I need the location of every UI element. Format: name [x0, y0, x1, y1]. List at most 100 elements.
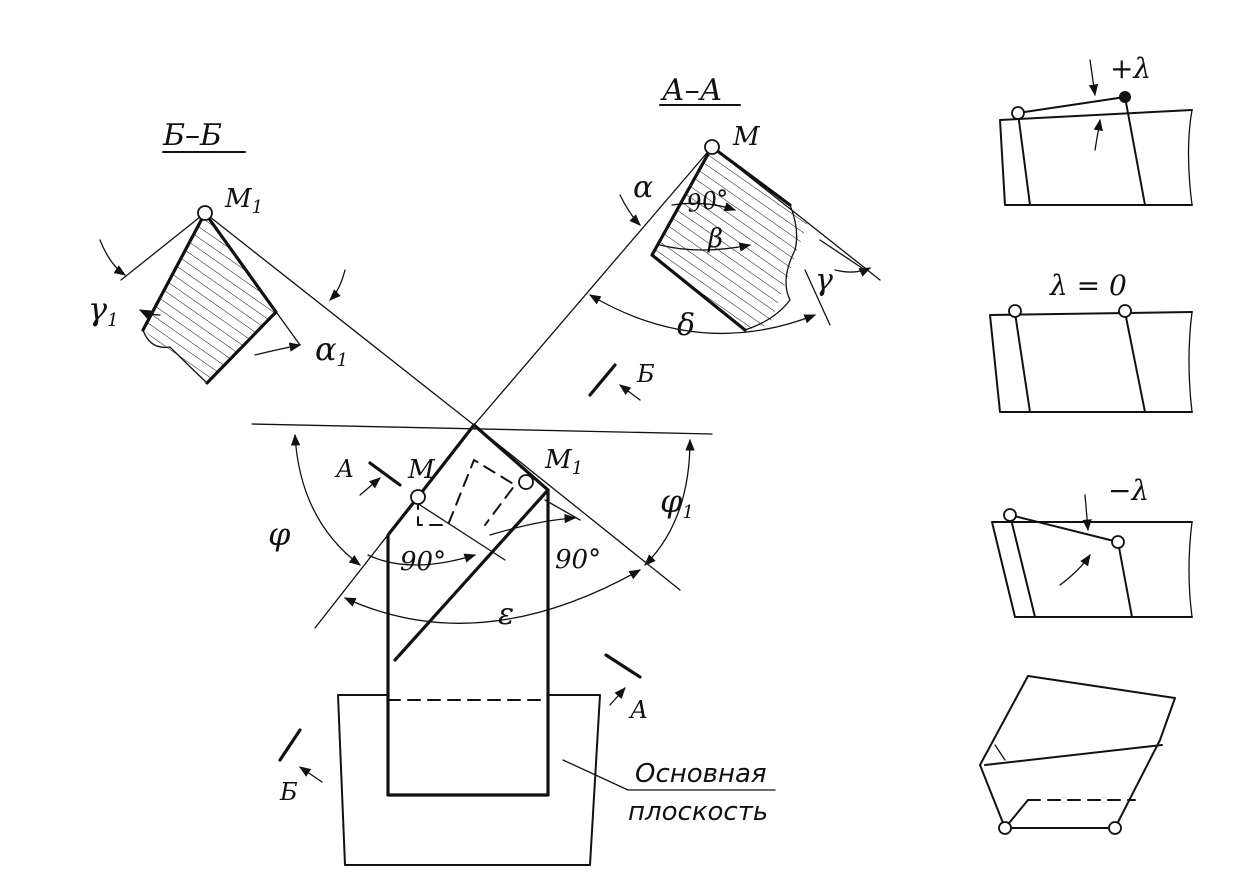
lambda-neg-edge-left — [1009, 514, 1036, 618]
section-bb: Б–Б M1 γ1 α1 — [88, 118, 475, 426]
point-m1-top — [197, 205, 213, 221]
point-m-top — [704, 139, 720, 155]
section-bb-label: Б–Б — [162, 118, 222, 153]
right-angle-label-aa: 90° — [685, 184, 731, 218]
section-aa-hatch — [652, 147, 808, 330]
lambda-neg-label: −λ — [1108, 474, 1149, 507]
lambda-pos-label: +λ — [1110, 52, 1151, 85]
m1-label: M1 — [224, 184, 263, 218]
lambda-pos-body — [999, 109, 1193, 206]
section-bb-flank-line — [204, 212, 301, 346]
perspective-cutting-edge — [984, 744, 1163, 766]
beta-label: β — [707, 224, 723, 254]
right-angle-label-m: 90° — [400, 547, 446, 577]
lambda-positive-view: +λ — [999, 52, 1193, 206]
base-reference-line — [251, 423, 713, 435]
section-aa-outline — [650, 145, 792, 332]
tool-hidden-edges — [417, 459, 516, 526]
alpha-label: α — [633, 170, 653, 205]
holder-block — [337, 694, 601, 866]
gamma-ext-line — [804, 269, 831, 326]
epsilon-arc — [343, 569, 642, 624]
alpha1-arrow — [329, 269, 346, 301]
m1-label-plan: M1 — [544, 445, 583, 479]
epsilon-label: ε — [498, 597, 514, 632]
lambda-zero-point-right — [1118, 304, 1132, 318]
right-angle-arc-m — [367, 553, 477, 566]
lambda-pos-arrow-bottom — [1093, 118, 1103, 151]
perspective-point-right — [1108, 821, 1122, 835]
base-plane-label-1: Основная — [635, 759, 767, 789]
point-m — [410, 489, 426, 505]
cut-b-lower-label: Б — [279, 778, 298, 806]
phi-label: φ — [268, 515, 291, 553]
lambda-zero-label: λ = 0 — [1049, 269, 1127, 302]
lambda-pos-edge-left — [1017, 112, 1031, 206]
lambda-zero-point-left — [1008, 304, 1022, 318]
section-bb-hatch — [143, 213, 276, 383]
gamma-dim-line — [819, 239, 866, 271]
lambda-neg-arrow-top — [1082, 494, 1092, 532]
lambda-neg-arrow-bottom — [1059, 554, 1091, 586]
lambda-pos-arrow-top — [1088, 59, 1099, 97]
section-bb-break-line — [142, 329, 208, 384]
cut-a-lower-label: А — [628, 696, 648, 724]
lambda-zero-body — [989, 311, 1193, 413]
perspective-edge-2 — [994, 744, 1006, 761]
lambda-neg-cutting-edge — [1009, 514, 1119, 543]
alpha1-arrow-2 — [254, 342, 302, 356]
cut-a-upper-arrow — [359, 477, 381, 496]
section-aa-flank-line — [711, 146, 881, 281]
section-bb-normal-line — [120, 212, 206, 281]
phi-arc — [290, 433, 361, 566]
base-plane-label-2: плоскость — [628, 797, 768, 827]
gamma1-arrow — [99, 239, 126, 276]
lambda-neg-break — [1188, 521, 1193, 618]
cut-a-lower-arrow — [609, 687, 626, 706]
point-m1 — [518, 474, 534, 490]
lambda-neg-body — [991, 521, 1193, 618]
lambda-zero-edge-left — [1014, 312, 1031, 413]
cut-a-upper-label: А — [334, 455, 354, 483]
tool-plan-view: M M1 90° 90° φ φ1 ε — [251, 423, 713, 866]
inner-90-ray — [419, 504, 506, 561]
lambda-neg-edge-right — [1117, 541, 1133, 618]
cut-b-upper-bar — [588, 363, 617, 397]
lambda-neg-point-left — [1003, 508, 1017, 522]
cut-b-upper-label: Б — [636, 360, 655, 388]
lambda-pos-break — [1187, 109, 1193, 206]
base-plane-leader — [562, 759, 629, 791]
section-aa-label: А–А — [660, 73, 722, 108]
lambda-negative-view: −λ — [991, 474, 1193, 618]
cut-marks: А А Б Б — [278, 360, 655, 806]
gamma-label: γ — [815, 263, 833, 298]
perspective-point-left — [998, 821, 1012, 835]
delta-arc — [588, 294, 817, 334]
lambda-pos-cutting-edge — [1017, 96, 1126, 114]
section-bb-reference-line — [204, 212, 475, 426]
cut-a-upper-bar — [368, 461, 402, 487]
alpha1-label: α1 — [315, 330, 348, 371]
right-angle-arrow — [671, 202, 737, 212]
lambda-neg-point-right — [1111, 535, 1125, 549]
beta-arc — [659, 242, 752, 252]
inner-90-ray-2 — [544, 499, 581, 521]
lambda-pos-point-right — [1119, 91, 1131, 103]
lambda-zero-break — [1188, 311, 1193, 413]
lambda-zero-view: λ = 0 — [989, 269, 1193, 413]
perspective-body — [979, 675, 1176, 829]
lambda-zero-edge-right — [1124, 311, 1146, 413]
base-plane-callout: Основная плоскость — [562, 759, 776, 827]
cut-a-lower-bar — [604, 653, 642, 679]
gamma-arrow — [834, 267, 872, 277]
alpha-arrow — [619, 194, 641, 226]
lambda-perspective-view — [979, 675, 1176, 835]
cut-b-upper-arrow — [619, 384, 641, 401]
right-angle-arc-m1 — [489, 513, 577, 536]
cut-b-lower-bar — [278, 728, 302, 762]
section-aa-reference-line — [473, 146, 713, 426]
m-label-plan: M — [407, 455, 436, 485]
phi1-label: φ1 — [660, 482, 694, 523]
delta-label: δ — [677, 308, 695, 343]
